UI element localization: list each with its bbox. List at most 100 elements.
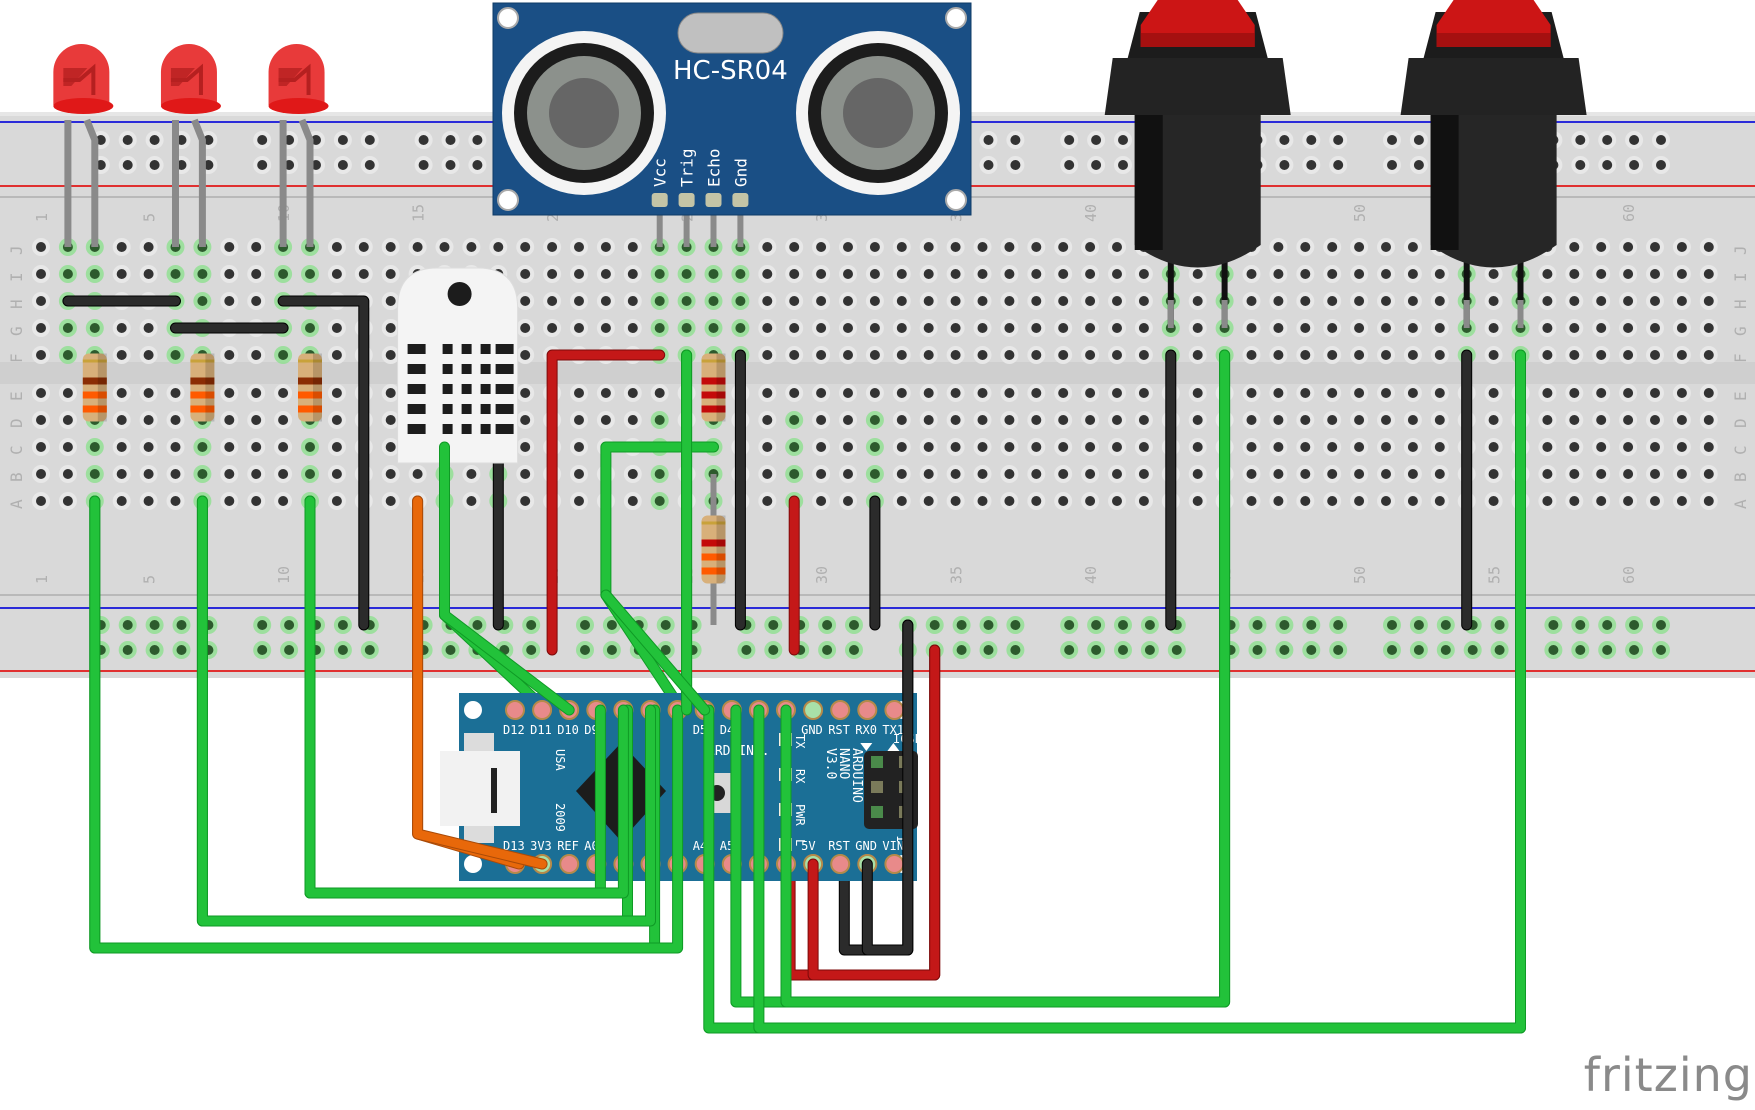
button-collar xyxy=(1104,58,1291,115)
breadboard-hole xyxy=(331,415,342,425)
breadboard-hole xyxy=(1058,496,1069,506)
power-rail-hole xyxy=(1413,620,1424,630)
pushbutton[interactable] xyxy=(1104,0,1291,328)
breadboard-hole xyxy=(1327,350,1338,360)
breadboard-hole xyxy=(251,242,262,252)
breadboard-hole xyxy=(1569,242,1580,252)
breadboard-hole xyxy=(1031,496,1042,506)
breadboard-hole xyxy=(1273,269,1284,279)
dht-vent xyxy=(480,384,491,394)
status-led-label: RX xyxy=(793,769,807,784)
column-label: 15 xyxy=(410,204,428,222)
breadboard-hole xyxy=(1542,296,1553,306)
header-pin-RST[interactable] xyxy=(830,854,851,874)
button1-signal-wire[interactable] xyxy=(781,350,1230,1007)
breadboard-hole xyxy=(278,350,289,360)
breadboard-hole xyxy=(654,296,665,306)
breadboard-hole xyxy=(1703,388,1714,398)
button2-signal-wire[interactable] xyxy=(754,350,1525,1033)
breadboard-hole xyxy=(520,496,531,506)
breadboard-hole xyxy=(950,469,961,479)
breadboard-hole xyxy=(331,323,342,333)
echo-wire[interactable] xyxy=(601,590,710,715)
header-pin-RX0[interactable] xyxy=(857,700,878,720)
breadboard-hole xyxy=(1407,269,1418,279)
breadboard-hole xyxy=(331,350,342,360)
breadboard-hole xyxy=(520,415,531,425)
dht-power-wire-orange[interactable] xyxy=(413,496,547,869)
breadboard-hole xyxy=(1327,469,1338,479)
breadboard-hole xyxy=(439,242,450,252)
breadboard-hole xyxy=(762,269,773,279)
breadboard-hole xyxy=(62,415,73,425)
breadboard-hole xyxy=(1407,496,1418,506)
dht-vent xyxy=(461,424,472,434)
led-post xyxy=(278,68,303,86)
breadboard-hole xyxy=(520,269,531,279)
echo-wire[interactable] xyxy=(601,442,718,715)
gnd-wire[interactable] xyxy=(862,620,913,955)
breadboard-center-channel xyxy=(0,362,1755,384)
breadboard-hole xyxy=(600,323,611,333)
breadboard-hole xyxy=(1192,296,1203,306)
power-rail-hole xyxy=(149,620,160,630)
power-rail-hole xyxy=(1602,645,1613,655)
breadboard-hole xyxy=(1327,496,1338,506)
power-rail-hole xyxy=(176,620,187,630)
breadboard-hole xyxy=(896,442,907,452)
breadboard-hole xyxy=(789,242,800,252)
column-label: 60 xyxy=(1620,566,1638,584)
resistor-band xyxy=(298,391,322,399)
breadboard-hole xyxy=(358,269,369,279)
mount-hole xyxy=(497,7,519,29)
resistor-shade xyxy=(313,353,322,422)
resistor-body xyxy=(298,353,322,422)
breadboard-hole xyxy=(1488,442,1499,452)
led xyxy=(268,44,329,247)
header-pin-REF[interactable] xyxy=(559,854,580,874)
breadboard-hole xyxy=(1569,415,1580,425)
breadboard-hole xyxy=(1542,415,1553,425)
ground-wire-black[interactable] xyxy=(278,296,369,630)
breadboard-hole xyxy=(762,296,773,306)
5v-wire[interactable] xyxy=(808,645,940,980)
breadboard-hole xyxy=(1407,442,1418,452)
header-pin-D12[interactable] xyxy=(505,700,525,720)
header-pin-TX1[interactable] xyxy=(884,700,905,720)
led1-wire[interactable] xyxy=(90,496,683,953)
resistor-5 xyxy=(701,474,726,625)
breadboard-hole xyxy=(1273,442,1284,452)
breadboard-hole xyxy=(574,496,584,506)
header-pin-VIN[interactable] xyxy=(884,854,905,874)
led2-wire[interactable] xyxy=(197,496,655,926)
breadboard-hole xyxy=(1381,350,1391,360)
breadboard-hole xyxy=(1192,269,1203,279)
breadboard-hole xyxy=(1031,269,1042,279)
dht-data-wire[interactable] xyxy=(440,442,574,715)
breadboard-hole xyxy=(1273,242,1284,252)
breadboard-hole xyxy=(1596,350,1607,360)
header-pin-D11[interactable] xyxy=(532,700,553,720)
column-label: 1 xyxy=(33,575,51,584)
breadboard-hole xyxy=(1488,415,1499,425)
header-pin-GND[interactable] xyxy=(803,700,824,720)
breadboard-hole xyxy=(116,388,127,398)
breadboard-hole xyxy=(950,496,961,506)
breadboard-hole xyxy=(1569,496,1580,506)
breadboard-hole xyxy=(1623,469,1634,479)
header-pin-RST[interactable] xyxy=(830,700,851,720)
breadboard-hole xyxy=(1488,323,1499,333)
breadboard-hole xyxy=(1058,242,1069,252)
dht-vent xyxy=(461,404,472,414)
breadboard-hole xyxy=(331,269,342,279)
breadboard-hole xyxy=(600,242,611,252)
row-label: B xyxy=(7,472,26,482)
usb-connector[interactable] xyxy=(440,751,520,826)
sensor-power-wire-red[interactable] xyxy=(547,350,665,655)
power-rail-hole xyxy=(956,620,967,630)
power-rail-hole xyxy=(1656,160,1666,170)
led3-wire[interactable] xyxy=(305,496,628,898)
breadboard-hole xyxy=(1488,350,1499,360)
pushbutton[interactable] xyxy=(1400,0,1587,328)
